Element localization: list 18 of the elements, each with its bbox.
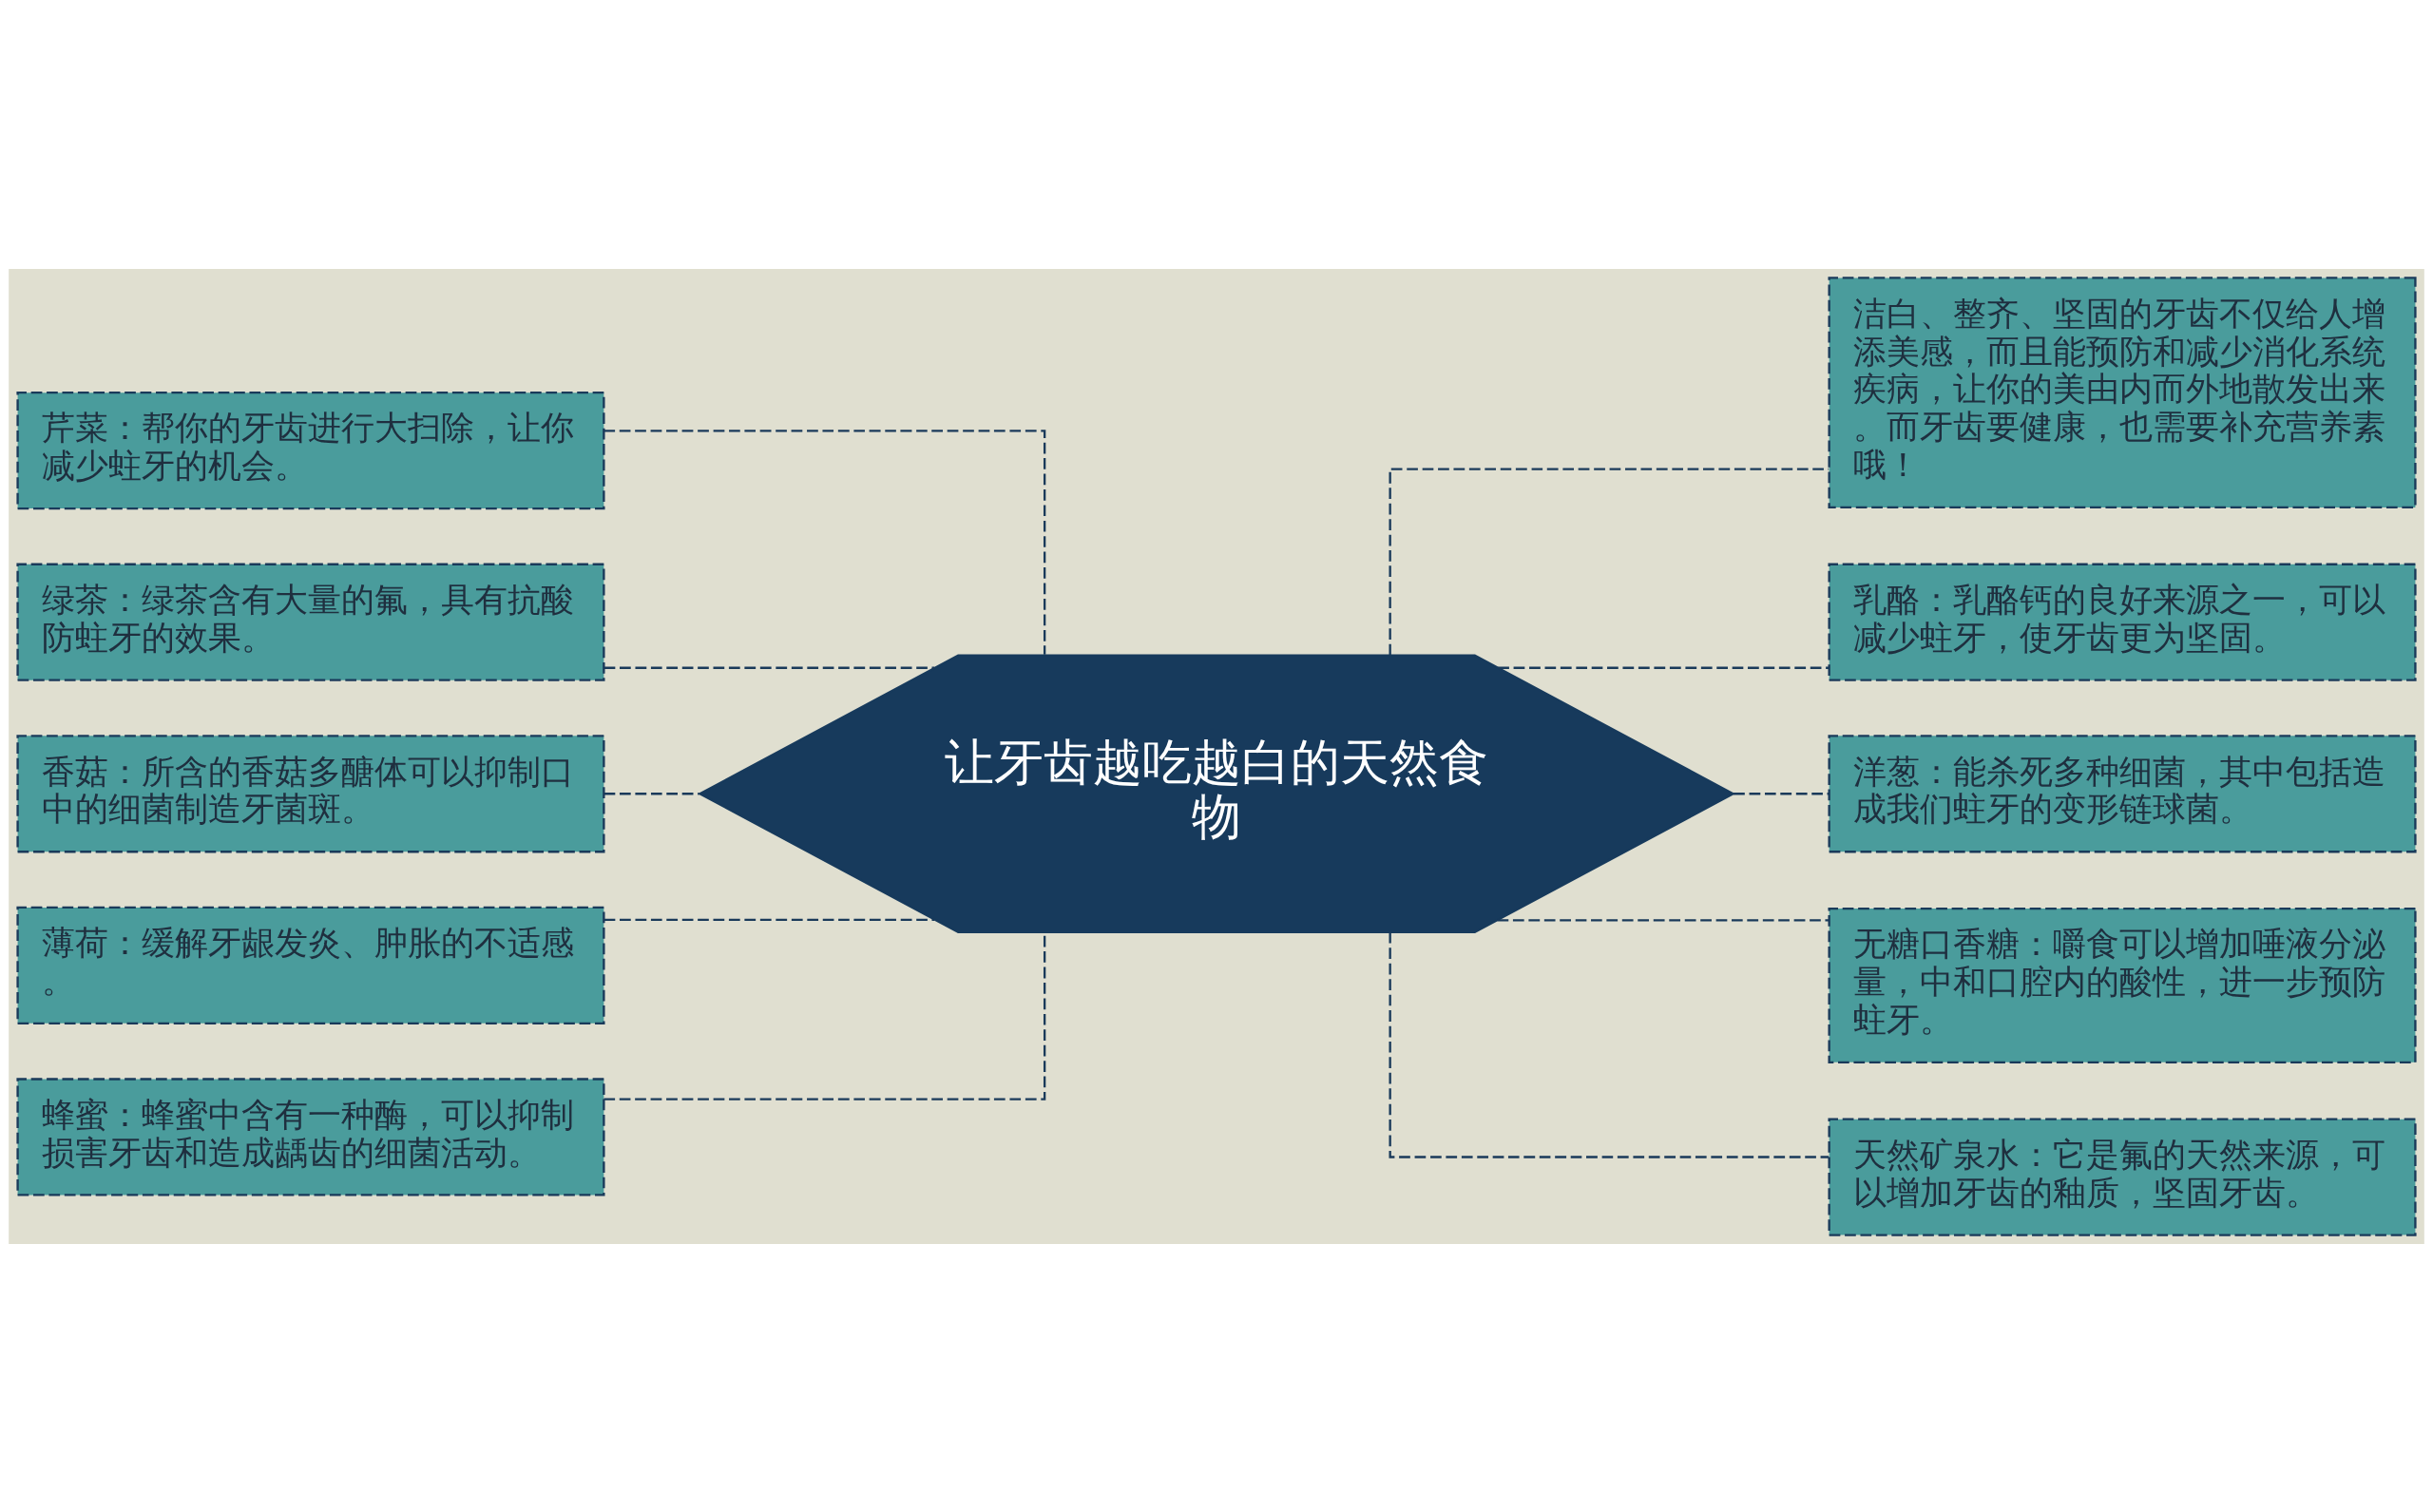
node-box: 蜂蜜：蜂蜜中含有一种酶，可以抑制损害牙齿和造成龋齿的细菌活动。 [16,1077,605,1196]
connector [603,429,1046,655]
node-box: 香菇：所含的香菇多醣体可以抑制口中的细菌制造牙菌斑。 [16,734,605,852]
node-box: 绿茶：绿茶含有大量的氟，具有抗酸防蛀牙的效果。 [16,563,605,681]
connector [603,918,935,921]
connector [1497,918,1830,922]
connector [1389,931,1830,1158]
connector [1498,666,1830,669]
node-box: 芹菜：帮你的牙齿进行大扫除，让你减少蛀牙的机会。 [16,391,605,509]
node-box: 无糖口香糖：嚼食可以增加唾液分泌量，中和口腔内的酸性，进一步预防蛀牙。 [1828,907,2417,1063]
connector [603,666,935,669]
node-box: 乳酪：乳酪钙的良好来源之一，可以减少蛀牙，使牙齿更为坚固。 [1828,563,2417,681]
connector [1734,792,1830,794]
node-box: 洁白、整齐、坚固的牙齿不仅给人增添美感，而且能预防和减少消化系统疾病，让你的美由内而外地散发出来。而牙齿要健康，也需要补充营养素哦！ [1828,276,2417,508]
node-box: 天然矿泉水：它是氟的天然来源，可以增加牙齿的釉质，坚固牙齿。 [1828,1118,2417,1236]
node-box: 薄荷：缓解牙龈发炎、肿胀的不适感。 [16,906,605,1024]
node-box: 洋葱：能杀死多种细菌，其中包括造成我们蛀牙的变形链球菌。 [1828,734,2417,852]
connector [603,792,699,794]
